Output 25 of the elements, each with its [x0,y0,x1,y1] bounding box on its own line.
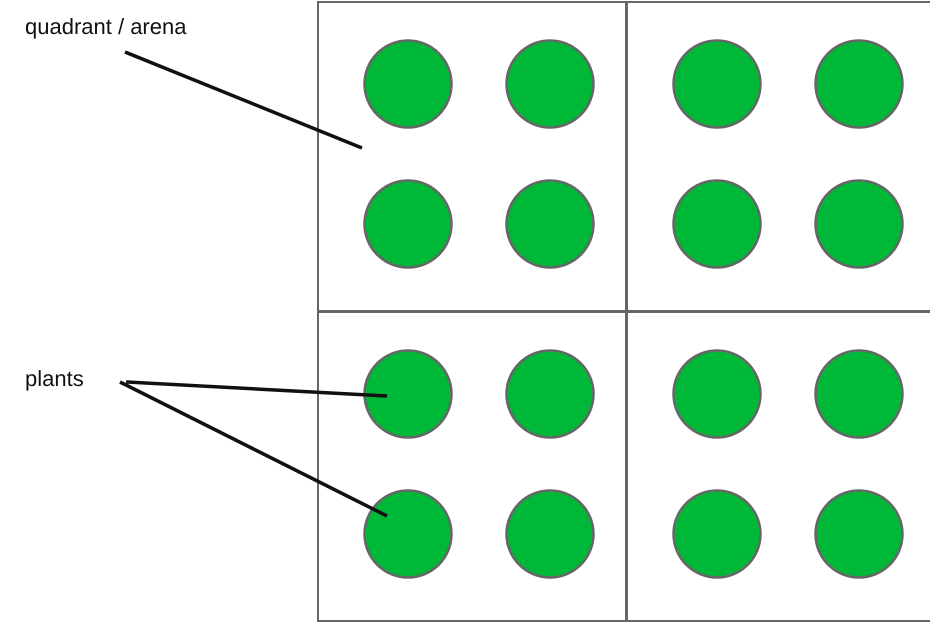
plant-circle [363,349,453,439]
callout-label: quadrant / arena [25,14,255,44]
quadrant-area [317,311,627,622]
quadrant-area [317,1,627,312]
plant-circle [814,179,904,269]
plant-circle [363,39,453,129]
leader-line [126,380,388,398]
plant-circle [814,39,904,129]
plant-circle [505,179,595,269]
plant-circle [672,489,762,579]
plant-circle [672,39,762,129]
plant-circle [505,349,595,439]
plant-circle [814,489,904,579]
plant-circle [363,489,453,579]
plant-circle [672,349,762,439]
plant-circle [505,489,595,579]
plant-circle [814,349,904,439]
plant-circle [505,39,595,129]
callout-label: plants [25,366,125,396]
leader-line [119,380,388,518]
plant-circle [363,179,453,269]
leader-line [124,50,363,150]
quadrant-area [626,311,930,622]
quadrant-area [626,1,930,312]
plant-circle [672,179,762,269]
